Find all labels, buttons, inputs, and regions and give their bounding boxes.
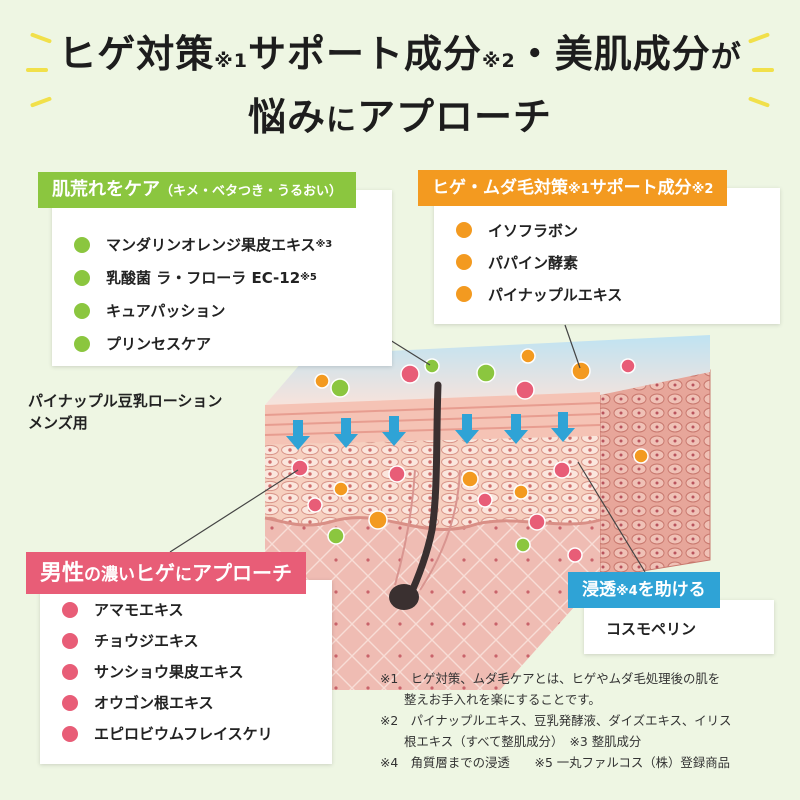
skin-care-tag: 肌荒れをケア（キメ・ベタつき・うるおい） xyxy=(38,172,357,208)
orange-dot-icon xyxy=(456,286,472,302)
footnotes: ※1 ヒゲ対策、ムダ毛ケアとは、ヒゲやムダ毛処理後の肌を 整えお手入れを楽にする… xyxy=(380,668,790,773)
footnote-mark: ※5 xyxy=(300,272,317,283)
pink-dot-icon xyxy=(62,601,78,618)
penetration-panel: コスモペリン xyxy=(584,600,774,654)
ingredient-label: オウゴン根エキス xyxy=(94,694,214,712)
headline-text: が xyxy=(710,40,742,75)
tag-title: サポート成分 xyxy=(589,178,692,198)
headline-line-2: 悩みにアプローチ xyxy=(0,89,800,149)
footnote-line: ※2 パイナップルエキス、豆乳発酵液、ダイズエキス、イリス xyxy=(380,713,732,728)
list-item: マンダリンオレンジ果皮エキス※3 xyxy=(74,228,332,261)
ingredient-label: パパイン酵素 xyxy=(488,253,579,272)
tag-title: に xyxy=(175,565,193,585)
ingredient-dots xyxy=(291,348,649,563)
list-item: プリンセスケア xyxy=(74,327,332,360)
green-dot-icon xyxy=(74,302,90,319)
thick-beard-list: アマモエキス チョウジエキス サンショウ果皮エキス オウゴン根エキス エピロビウ… xyxy=(62,594,273,749)
thick-beard-tag: 男性の濃いヒゲにアプローチ xyxy=(26,552,307,594)
tag-title: を助ける xyxy=(637,580,706,600)
ingredient-label: イソフラボン xyxy=(488,221,579,240)
ingredient-label: サンショウ果皮エキス xyxy=(94,663,244,681)
footnote-line: 根エキス（すべて整肌成分） ※3 整肌成分 xyxy=(404,734,642,749)
tag-title: 男性 xyxy=(40,561,85,586)
list-item: アマモエキス xyxy=(62,594,273,625)
headline-text: アプローチ xyxy=(357,95,553,139)
list-item: オウゴン根エキス xyxy=(62,687,273,718)
headline-text: サポート成分 xyxy=(247,32,482,76)
ingredient-label: プリンセスケア xyxy=(106,335,212,353)
product-label: パイナップル豆乳ローション メンズ用 xyxy=(28,392,223,432)
ingredient-label: チョウジエキス xyxy=(94,632,199,650)
ingredient-label: エピロビウムフレイスケリ xyxy=(94,725,273,743)
decoration-line xyxy=(752,68,774,72)
hair-support-list: イソフラボン パパイン酵素 パイナップルエキス xyxy=(456,214,622,310)
pink-dot-icon xyxy=(62,725,78,742)
orange-dot-icon xyxy=(456,222,472,238)
headline-line-1: ヒゲ対策※1サポート成分※2・美肌成分が xyxy=(0,26,800,89)
headline-text: に xyxy=(326,103,357,138)
pink-dot-icon xyxy=(62,694,78,711)
footnote-mark: ※2 xyxy=(691,182,714,197)
tag-title: アプローチ xyxy=(192,561,293,585)
ingredient-label: キュアパッション xyxy=(106,302,226,320)
list-item: エピロビウムフレイスケリ xyxy=(62,718,273,749)
footnote-line: ※1 ヒゲ対策、ムダ毛ケアとは、ヒゲやムダ毛処理後の肌を xyxy=(380,671,721,686)
footnote-mark: ※4 xyxy=(616,584,638,599)
decoration-line xyxy=(26,68,48,72)
list-item: サンショウ果皮エキス xyxy=(62,656,273,687)
headline-text: ヒゲ対策 xyxy=(58,32,215,76)
footnote-mark: ※3 xyxy=(315,239,333,250)
penetration-item: コスモペリン xyxy=(606,620,697,638)
hair-support-panel: イソフラボン パパイン酵素 パイナップルエキス xyxy=(434,188,780,324)
footnote-line: ※4 角質層までの浸透 ※5 一丸ファルコス（株）登録商品 xyxy=(380,755,730,770)
ingredient-label: アマモエキス xyxy=(94,601,184,619)
tag-title: 浸透 xyxy=(582,580,616,600)
list-item: 乳酸菌 ラ・フローラ EC-12※5 xyxy=(74,261,332,294)
tag-title: 肌荒れをケア xyxy=(52,179,160,200)
penetration-tag: 浸透※4を助ける xyxy=(568,572,720,608)
tag-title: ヒゲ・ムダ毛対策 xyxy=(432,178,568,198)
list-item: イソフラボン xyxy=(456,214,622,246)
headline-text: ・美肌成分 xyxy=(515,32,711,76)
skin-care-list: マンダリンオレンジ果皮エキス※3 乳酸菌 ラ・フローラ EC-12※5 キュアパ… xyxy=(74,228,332,360)
green-dot-icon xyxy=(74,335,90,352)
list-item: チョウジエキス xyxy=(62,625,273,656)
ingredient-label: マンダリンオレンジ果皮エキス xyxy=(106,236,316,254)
ingredient-label: パイナップルエキス xyxy=(488,285,623,304)
ingredient-label: 乳酸菌 ラ・フローラ EC-12 xyxy=(106,269,301,287)
orange-dot-icon xyxy=(456,254,472,270)
tag-title: ヒゲ xyxy=(135,561,176,585)
skin-care-panel: マンダリンオレンジ果皮エキス※3 乳酸菌 ラ・フローラ EC-12※5 キュアパ… xyxy=(52,190,392,366)
hair-support-tag: ヒゲ・ムダ毛対策※1サポート成分※2 xyxy=(418,170,728,206)
penetration-arrows xyxy=(286,412,575,450)
footnote-mark: ※1 xyxy=(214,50,248,72)
green-dot-icon xyxy=(74,269,90,286)
pink-dot-icon xyxy=(62,663,78,680)
green-dot-icon xyxy=(74,236,90,253)
thick-beard-panel: アマモエキス チョウジエキス サンショウ果皮エキス オウゴン根エキス エピロビウ… xyxy=(40,580,332,764)
list-item: キュアパッション xyxy=(74,294,332,327)
footnote-mark: ※2 xyxy=(482,50,516,72)
tag-title: の濃い xyxy=(84,565,136,585)
pink-dot-icon xyxy=(62,632,78,649)
footnote-mark: ※1 xyxy=(568,182,590,197)
list-item: パイナップルエキス xyxy=(456,278,622,310)
list-item: パパイン酵素 xyxy=(456,246,622,278)
headline: ヒゲ対策※1サポート成分※2・美肌成分が 悩みにアプローチ xyxy=(0,26,800,149)
footnote-line: 整えお手入れを楽にすることです。 xyxy=(404,692,601,707)
headline-text: 悩み xyxy=(247,95,326,139)
tag-subtitle: （キメ・ベタつき・うるおい） xyxy=(160,184,343,199)
